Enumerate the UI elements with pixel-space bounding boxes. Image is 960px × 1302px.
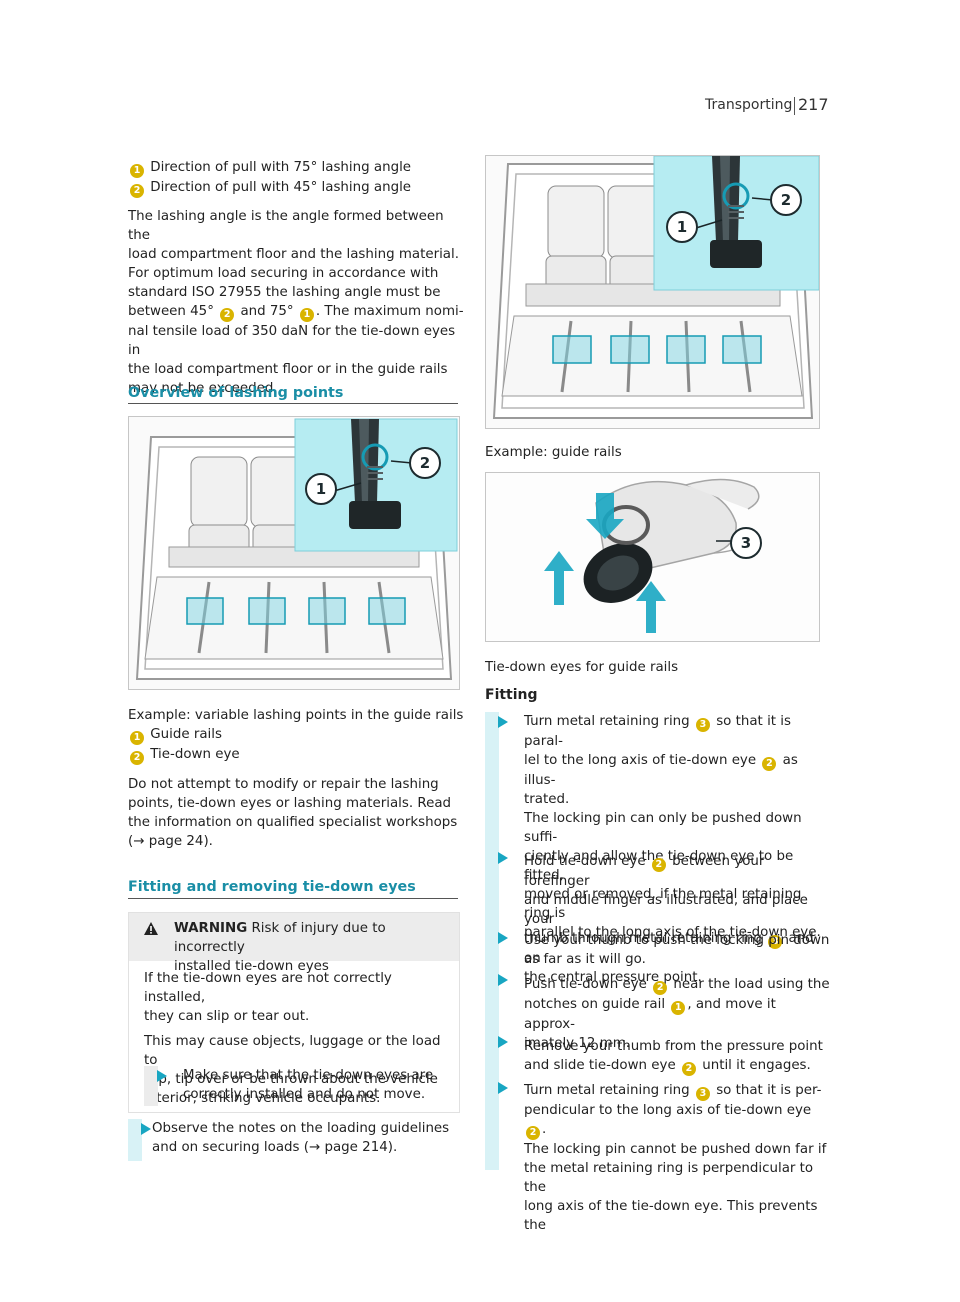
callout-number: 3 [695, 718, 710, 732]
step-arrow-icon [498, 1036, 508, 1048]
fitting-heading: Fitting [485, 687, 538, 703]
section-heading-fitting-removing: Fitting and removing tie-down eyes [128, 879, 416, 895]
callout-1: 1 [305, 473, 337, 505]
callout-1: 1 [666, 211, 698, 243]
step-arrow-icon [498, 1082, 508, 1094]
modify-note: Do not attempt to modify or repair the l… [128, 775, 468, 851]
observe-step: Observe the notes on the loading guideli… [128, 1119, 458, 1161]
callout-number: 1 [299, 308, 314, 322]
callout-number: 2 [526, 1126, 540, 1140]
callout-number: 2 [130, 184, 144, 198]
warning-header: WARNING Risk of injury due to incorrectl… [129, 913, 459, 974]
callout-number: 3 [695, 1087, 710, 1101]
section-heading-overview: Overview of lashing points [128, 385, 344, 401]
callout-3: 3 [730, 527, 762, 559]
figure-guide-rails: 1 2 [485, 155, 820, 429]
callout-number: 1 [130, 731, 144, 745]
callout-number: 2 [681, 1062, 696, 1076]
callout-number: 2 [651, 858, 666, 872]
warning-step: Make sure that the tie-down eyes are cor… [144, 1066, 454, 1106]
fitting-step: Turn metal retaining ring 3 so that it i… [485, 1078, 831, 1233]
step-arrow-icon [498, 852, 508, 864]
figure3-caption: Tie-down eyes for guide rails [485, 660, 679, 675]
header-title: Transporting [705, 97, 793, 113]
callout-number: 2 [130, 751, 144, 765]
page-header: Transporting 217 [690, 95, 829, 117]
step-arrow-icon [141, 1123, 151, 1135]
figure-tie-down-eye: 3 [485, 472, 820, 642]
figure1-caption: Example: variable lashing points in the … [128, 708, 464, 723]
warning-body: If the tie-down eyes are not correctly i… [144, 971, 441, 1106]
figure2-caption: Example: guide rails [485, 445, 622, 460]
intro-paragraph: The lashing angle is the angle formed be… [128, 209, 464, 396]
callout-number: 2 [653, 981, 668, 995]
warning-label: WARNING [174, 921, 248, 936]
page-reference-link[interactable]: (→ page 24). [128, 834, 213, 849]
section-rule [128, 898, 458, 899]
legend-item: 1 Guide rails [128, 725, 458, 745]
callout-number: 1 [130, 164, 144, 178]
fitting-step: Remove your thumb from the pressure poin… [485, 1032, 831, 1078]
warning-triangle-icon [144, 922, 158, 935]
callout-number: 2 [762, 757, 777, 771]
warning-box: WARNING Risk of injury due to incorrectl… [128, 912, 460, 1113]
legend-top: 1 Direction of pull with 75° lashing ang… [128, 158, 468, 198]
step-arrow-icon [498, 974, 508, 986]
legend-item: 2 Tie-down eye [128, 745, 458, 765]
step-arrow-icon [498, 932, 508, 944]
fitting-step: Turn metal retaining ring 3 so that it i… [485, 712, 831, 940]
step-arrow-icon [498, 716, 508, 728]
figure-lashing-points: 1 2 [128, 416, 460, 690]
page-reference-link[interactable]: and on securing loads (→ page 214). [152, 1140, 398, 1155]
legend-item: 2 Direction of pull with 45° lashing ang… [128, 178, 468, 198]
fitting-step: Use your thumb to push the locking pin d… [485, 928, 831, 970]
header-divider [794, 97, 795, 115]
callout-number: 1 [671, 1001, 686, 1015]
callout-number: 2 [220, 308, 235, 322]
figure1-legend: 1 Guide rails 2 Tie-down eye [128, 725, 458, 765]
callout-2: 2 [409, 447, 441, 479]
section-rule [128, 403, 458, 404]
van-interior-illustration [129, 417, 459, 689]
step-arrow-icon [157, 1070, 167, 1082]
hand-tie-down-eye-illustration [486, 473, 819, 641]
callout-number: 3 [768, 935, 783, 949]
callout-2: 2 [770, 184, 802, 216]
legend-item: 1 Direction of pull with 75° lashing ang… [128, 158, 468, 178]
page-number: 217 [798, 95, 829, 114]
van-guide-rails-illustration [486, 156, 819, 428]
fitting-step: Push tie-down eye 2 near the load using … [485, 970, 831, 1051]
fitting-step: Hold tie-down eye 2 between your forefin… [485, 848, 831, 985]
